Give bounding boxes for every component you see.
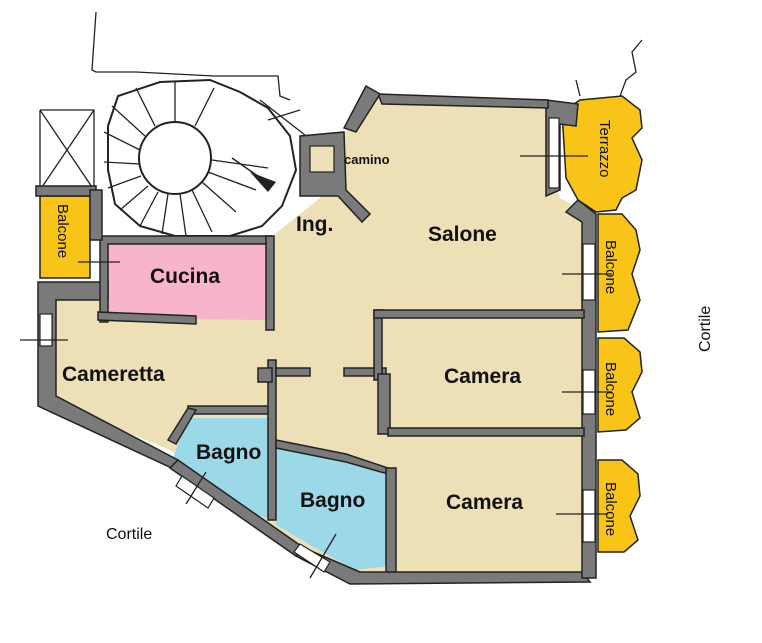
bagno-2-area	[276, 444, 390, 570]
balcone-right-3-label: Balcone	[602, 482, 619, 536]
entrance-arrow-icon	[250, 172, 276, 192]
staircase	[103, 78, 306, 237]
balcone-right-3-area	[597, 459, 641, 553]
camera-2-label: Camera	[446, 491, 523, 514]
cameretta-label: Cameretta	[62, 363, 165, 386]
salone-label: Salone	[428, 223, 497, 246]
balconies	[39, 95, 643, 553]
terrazzo-label: Terrazzo	[596, 120, 613, 178]
ingresso-label: Ing.	[296, 213, 333, 236]
cucina-area	[108, 238, 270, 320]
balcone-right-2-area	[597, 337, 643, 433]
camera-1-label: Camera	[444, 365, 521, 388]
bagno-1-area	[170, 418, 272, 520]
cucina-label: Cucina	[150, 265, 220, 288]
cortile-bottom-label: Cortile	[106, 526, 152, 543]
camino-label: camino	[344, 152, 390, 167]
balcone-right-1-area	[597, 213, 641, 333]
balcone-right-1-label: Balcone	[602, 240, 619, 294]
bagno-1-label: Bagno	[196, 441, 261, 464]
cortile-right-label: Cortile	[697, 306, 714, 352]
opening-marks	[20, 155, 612, 579]
walls	[35, 84, 597, 585]
balcone-right-2-label: Balcone	[602, 362, 619, 416]
windows	[39, 117, 596, 573]
bagno-2-label: Bagno	[300, 489, 365, 512]
balcone-left-label: Balcone	[54, 204, 71, 258]
